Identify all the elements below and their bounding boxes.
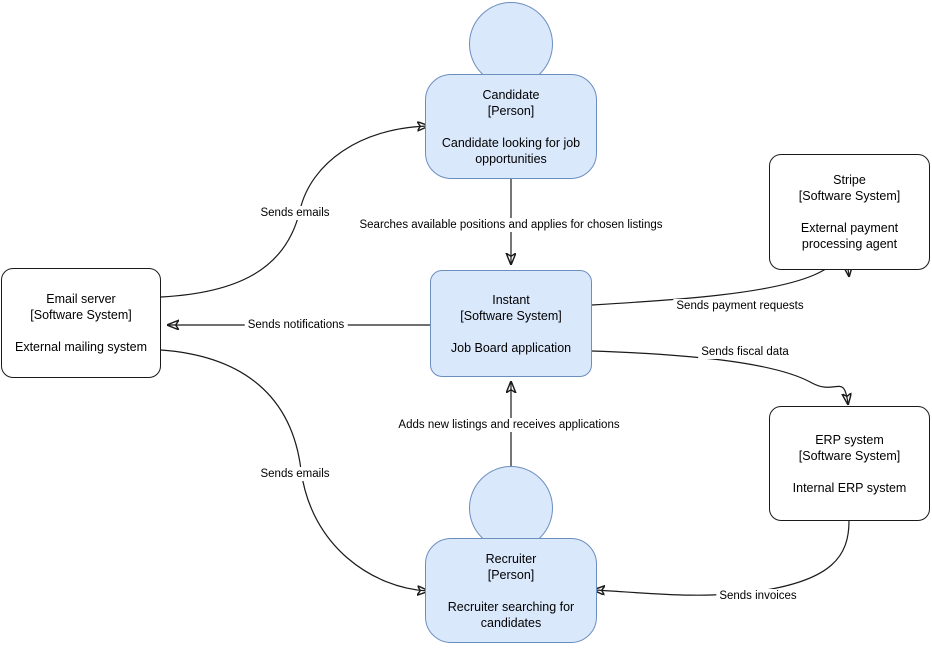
edge-label-instant-to-stripe: Sends payment requests: [673, 299, 807, 313]
edge-label-email-server-to-candidate: Sends emails: [257, 206, 333, 220]
candidate-head-icon: [469, 2, 553, 86]
recruiter-description: Recruiter searching for candidates: [447, 599, 575, 630]
edge-label-instant-to-erp: Sends fiscal data: [698, 345, 792, 359]
candidate-type: [Person]: [487, 103, 535, 118]
recruiter-type: [Person]: [487, 567, 535, 582]
node-instant[interactable]: Instant [Software System] Job Board appl…: [430, 270, 592, 377]
candidate-description: Candidate looking for job opportunities: [441, 135, 581, 166]
edge-label-recruiter-to-instant: Adds new listings and receives applicati…: [395, 418, 623, 432]
edge-label-erp-to-recruiter: Sends invoices: [716, 589, 800, 603]
candidate-title: Candidate: [482, 87, 540, 102]
erp-system-type: [Software System]: [798, 448, 901, 463]
node-recruiter[interactable]: Recruiter [Person] Recruiter searching f…: [425, 466, 597, 643]
edge-instant-to-erp: [591, 350, 848, 404]
edge-label-candidate-to-instant: Searches available positions and applies…: [356, 218, 666, 232]
recruiter-title: Recruiter: [485, 551, 537, 566]
edge-label-email-server-to-recruiter: Sends emails: [257, 467, 333, 481]
candidate-body: Candidate [Person] Candidate looking for…: [425, 74, 597, 179]
stripe-type: [Software System]: [798, 189, 901, 203]
node-candidate[interactable]: Candidate [Person] Candidate looking for…: [425, 2, 597, 179]
email-server-title: Email server: [46, 292, 116, 306]
email-server-description: External mailing system: [15, 340, 147, 354]
recruiter-body: Recruiter [Person] Recruiter searching f…: [425, 538, 597, 643]
node-stripe[interactable]: Stripe [Software System] External paymen…: [769, 154, 930, 270]
node-erp-system[interactable]: ERP system [Software System] Internal ER…: [769, 406, 930, 521]
node-email-server[interactable]: Email server [Software System] External …: [1, 268, 161, 378]
email-server-type: [Software System]: [30, 308, 132, 322]
stripe-description: External payment processing agent: [800, 221, 899, 251]
erp-system-title: ERP system: [815, 432, 884, 447]
stripe-title: Stripe: [833, 173, 866, 187]
instant-description: Job Board application: [450, 340, 572, 355]
edge-label-instant-to-email-server: Sends notifications: [244, 318, 348, 332]
instant-type: [Software System]: [460, 308, 562, 323]
erp-system-description: Internal ERP system: [792, 480, 907, 495]
instant-title: Instant: [492, 292, 530, 307]
edge-erp-to-recruiter: [594, 520, 850, 596]
recruiter-head-icon: [469, 466, 553, 550]
